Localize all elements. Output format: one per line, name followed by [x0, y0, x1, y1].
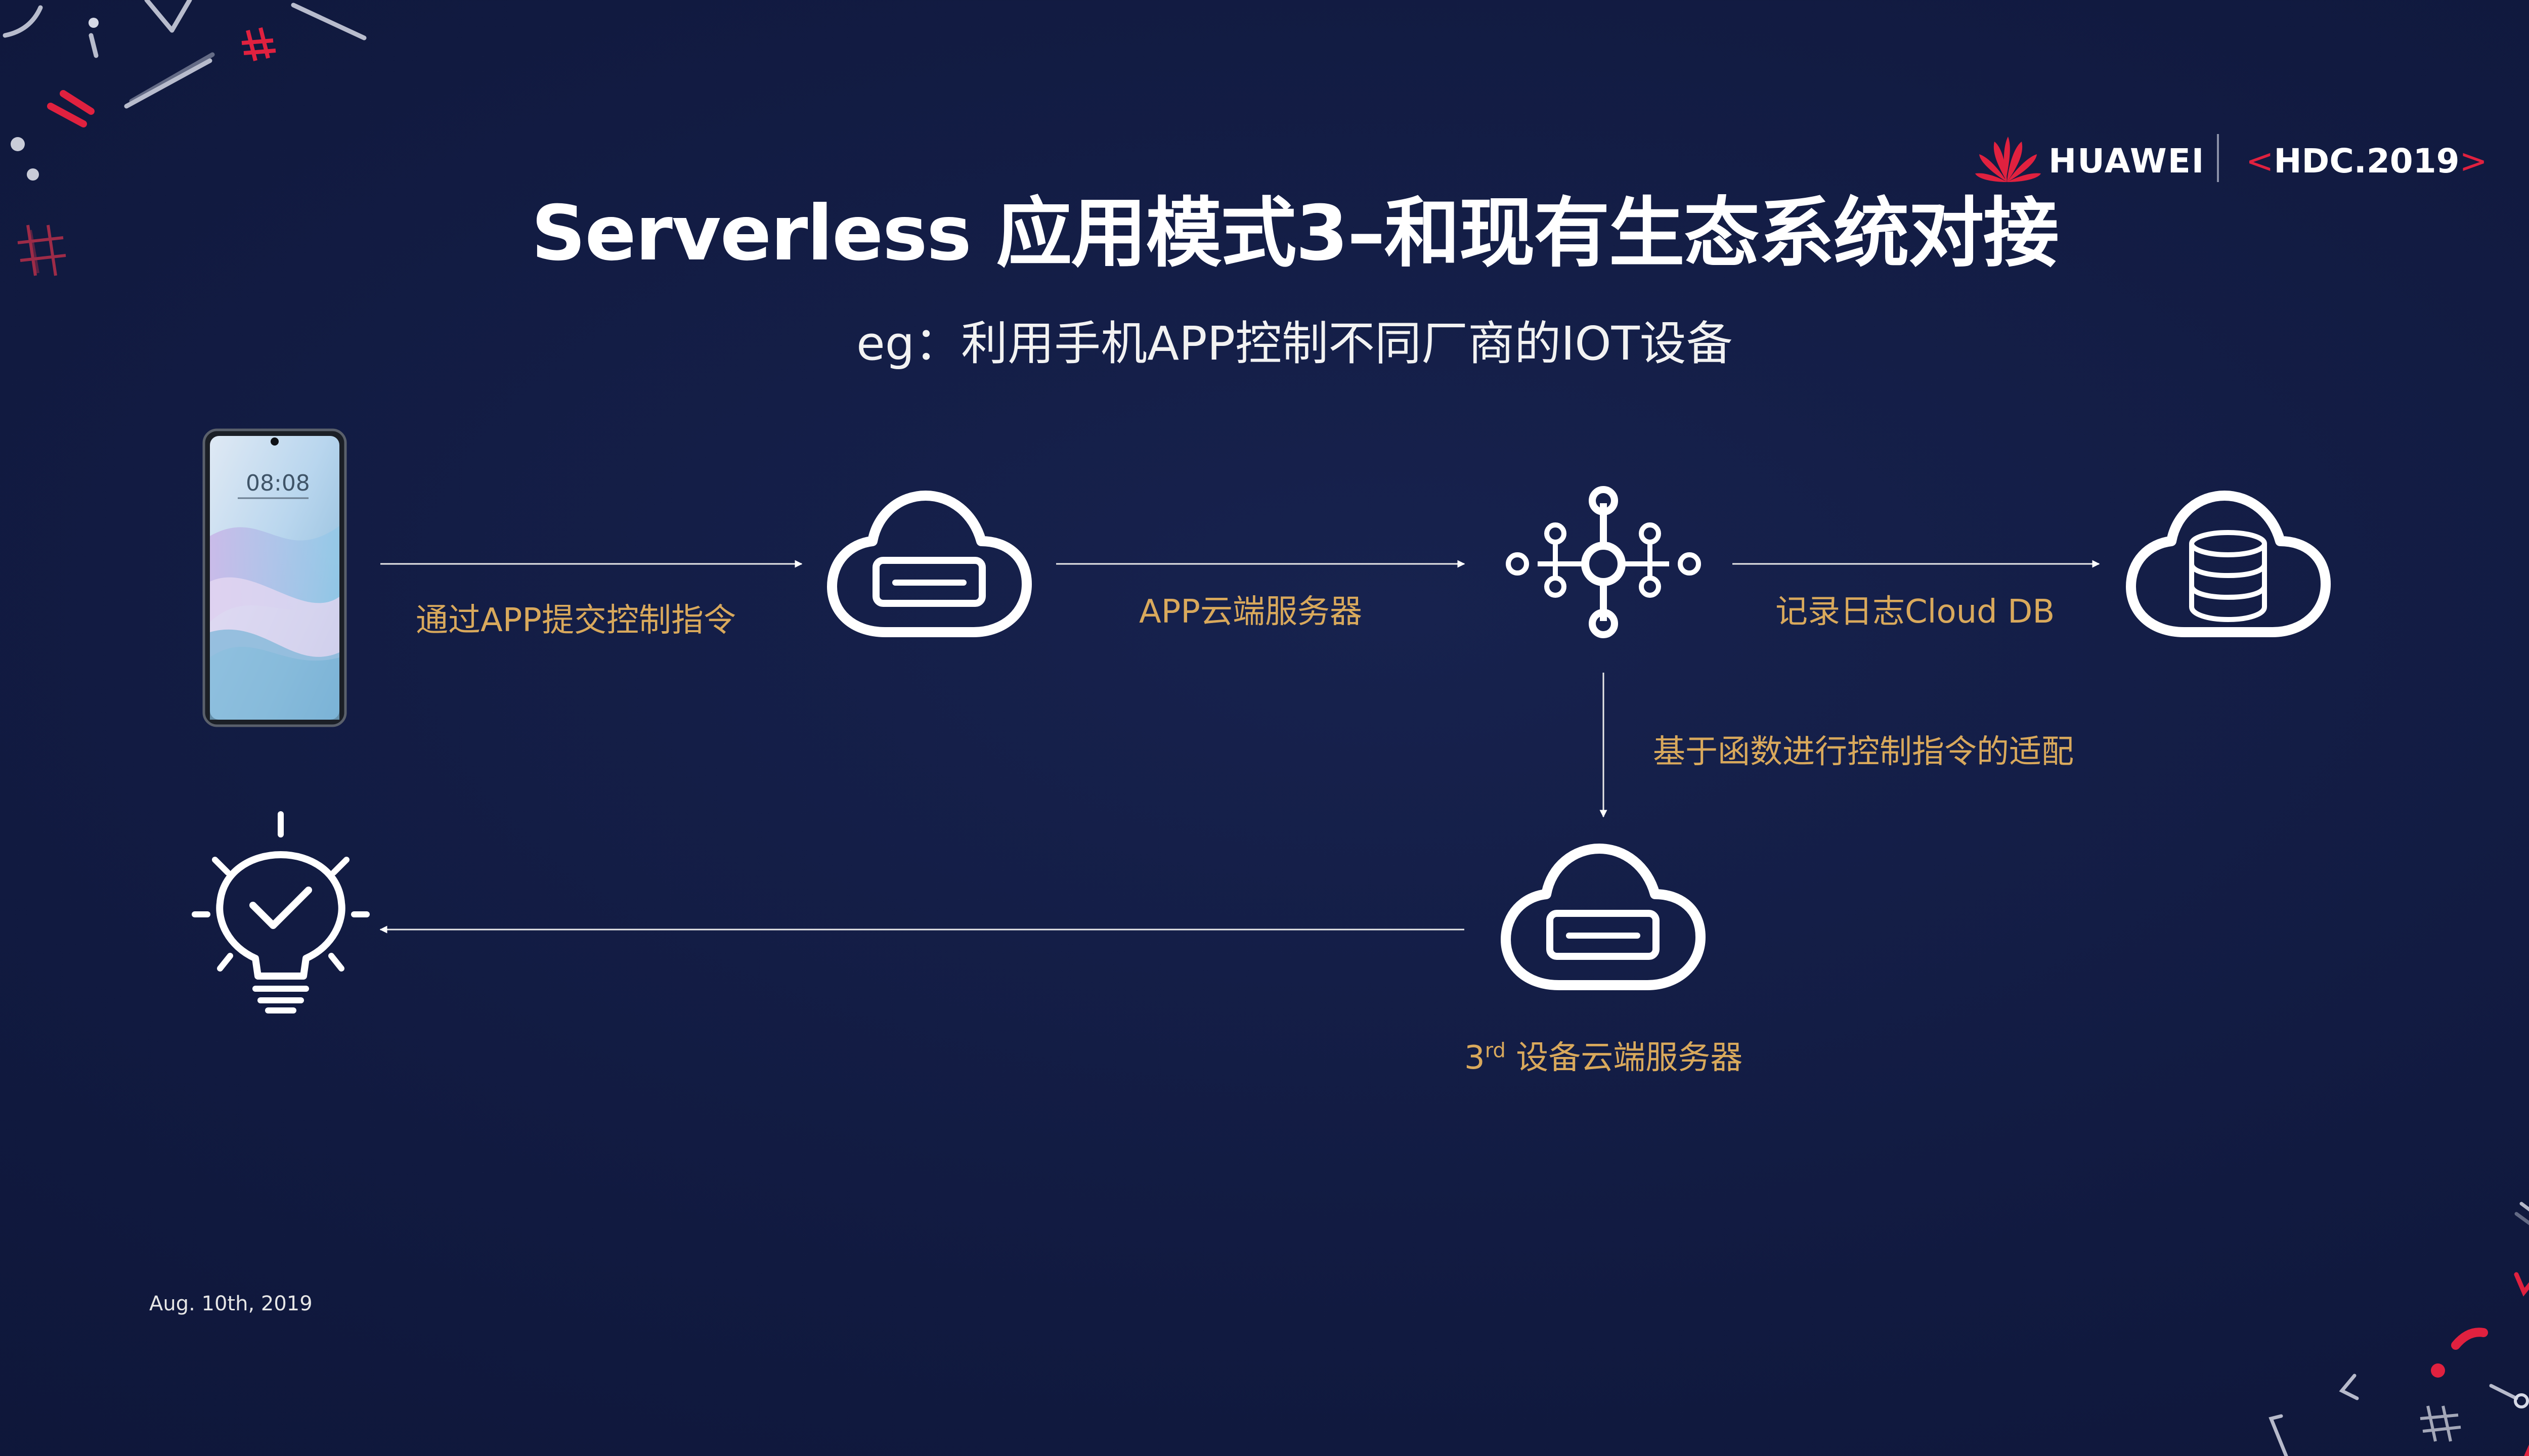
label-phone-to-app-cloud: 通过APP提交控制指令: [416, 602, 736, 639]
phone-icon: [202, 428, 347, 727]
label-device-cloud-sup: rd: [1485, 1039, 1506, 1063]
huawei-logo-icon: [1975, 137, 2041, 182]
label-app-cloud-server: APP云端服务器: [1139, 593, 1362, 631]
event-label: HDC.2019: [2274, 142, 2460, 181]
header-separator: [2217, 134, 2219, 182]
event-bracket-close: >: [2459, 142, 2488, 181]
lightbulb-check-icon: [192, 811, 370, 1013]
cloud-database-icon: [2126, 491, 2331, 637]
label-function-to-db: 记录日志Cloud DB: [1775, 593, 2055, 631]
label-function-to-device-cloud: 基于函数进行控制指令的适配: [1653, 733, 2074, 771]
label-device-cloud-server: 3rd 设备云端服务器: [1464, 1032, 1742, 1078]
label-device-cloud-rest: 设备云端服务器: [1505, 1039, 1743, 1077]
page-title: Serverless 应用模式3–和现有生态系统对接: [531, 190, 2059, 278]
label-device-cloud-num: 3: [1464, 1039, 1485, 1077]
phone-clock: 08:08: [246, 470, 310, 496]
event-name: <HDC.2019>: [2246, 142, 2488, 181]
event-bracket-open: <: [2246, 142, 2274, 181]
cloud-server-icon: [1501, 844, 1706, 990]
brand-name: HUAWEI: [2048, 142, 2205, 181]
page-subtitle: eg：利用手机APP控制不同厂商的IOT设备: [856, 317, 1733, 371]
slide-date: Aug. 10th, 2019: [149, 1292, 313, 1315]
cloud-server-icon: [827, 491, 1032, 637]
function-hub-icon: [1506, 486, 1701, 638]
